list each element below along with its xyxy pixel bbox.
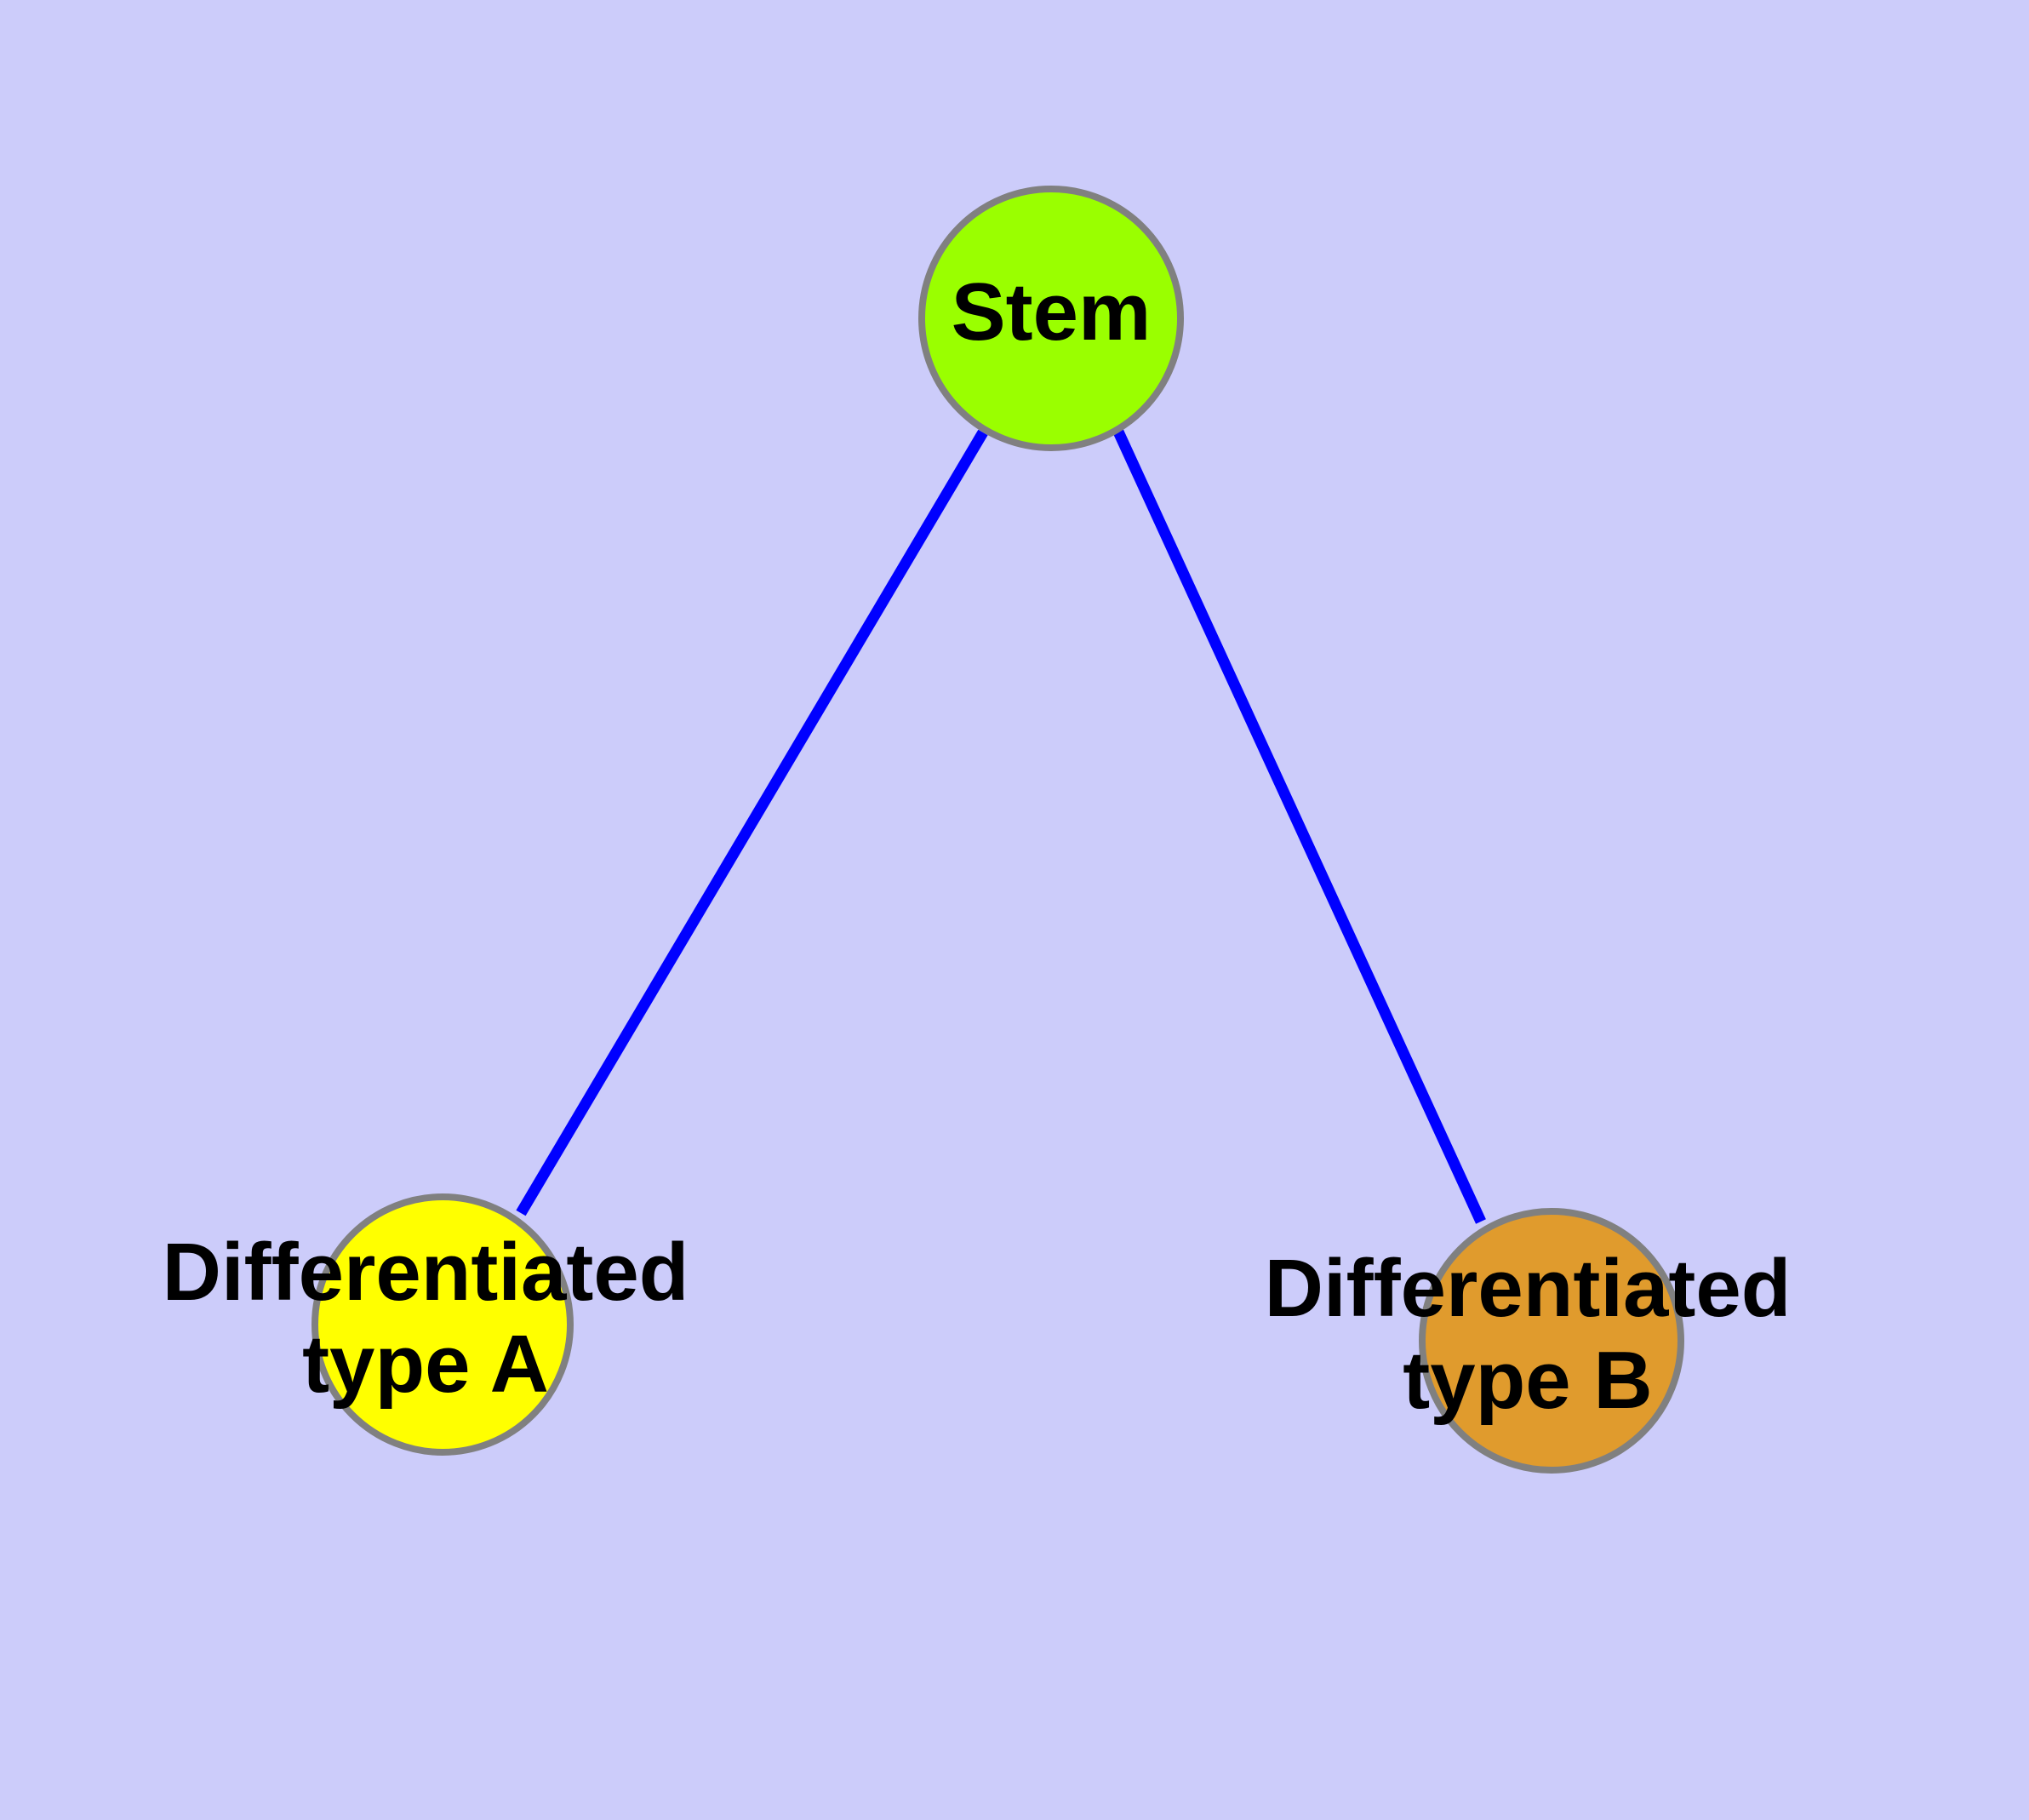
node-diff_b[interactable] — [1419, 1208, 1684, 1474]
node-label-line: Differentiated — [163, 1228, 689, 1319]
edge-stem-to-diff_a — [516, 429, 988, 1216]
node-label-line: type B — [1403, 1335, 1652, 1426]
node-label-line: Differentiated — [1265, 1244, 1792, 1335]
node-label-stem: Stem — [952, 266, 1152, 358]
edge-stem-to-diff_b — [1112, 427, 1486, 1224]
edge-layer — [516, 427, 1486, 1224]
node-label-line: Stem — [952, 266, 1152, 358]
node-diff_a[interactable] — [311, 1193, 574, 1456]
node-label-line: type A — [302, 1319, 549, 1410]
node-layer — [311, 186, 1684, 1474]
node-stem[interactable] — [918, 186, 1184, 451]
